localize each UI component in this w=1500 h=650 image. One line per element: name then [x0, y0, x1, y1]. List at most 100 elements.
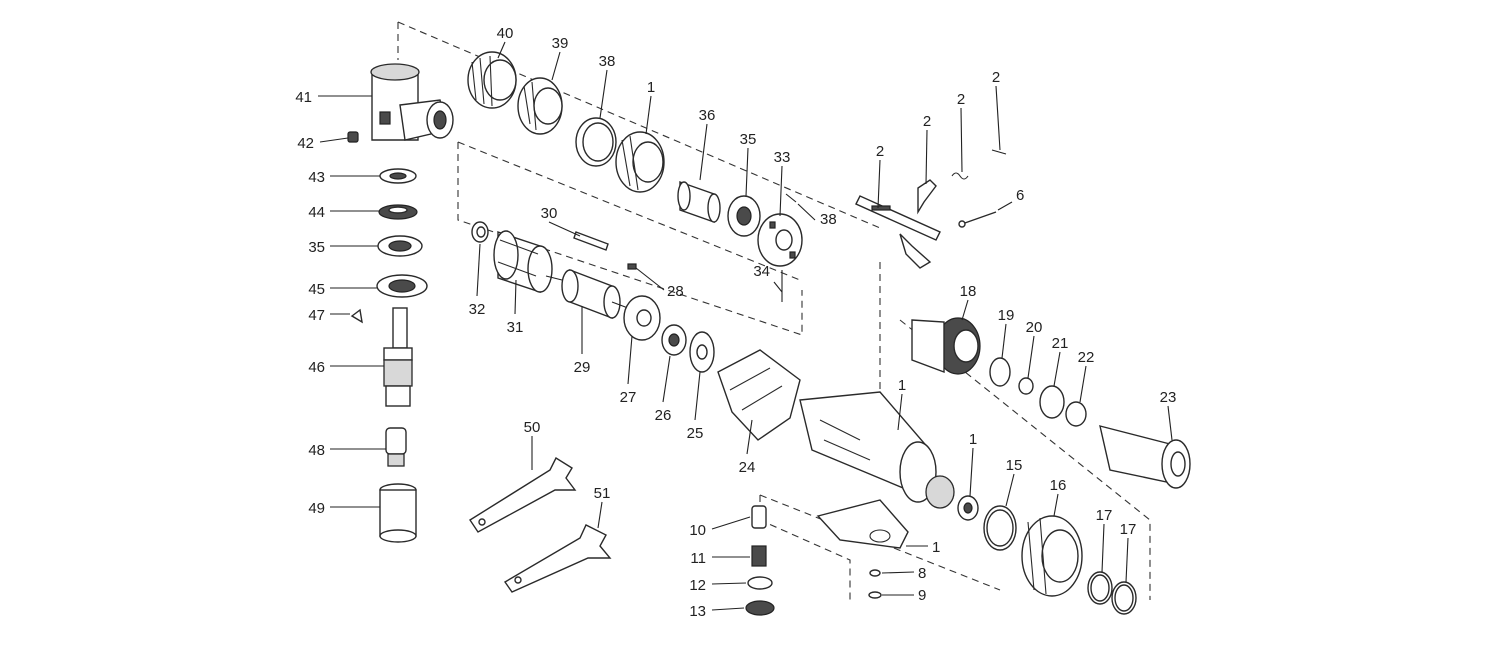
spring-2	[951, 172, 969, 180]
leader-line	[1079, 365, 1087, 403]
collet-48	[385, 427, 407, 467]
washer-22	[1065, 401, 1087, 427]
trigger-2	[917, 179, 937, 215]
leader-line	[1053, 351, 1061, 387]
part-label-8: 8	[918, 565, 926, 582]
head-housing-41	[370, 63, 454, 141]
leader-line	[897, 393, 903, 431]
part-label-23: 23	[1160, 389, 1177, 406]
lock-ring-40	[467, 51, 517, 109]
part-label-20: 20	[1026, 319, 1043, 336]
leader-line	[627, 335, 633, 385]
part-label-16: 16	[1050, 477, 1067, 494]
o-ring-38-top	[575, 117, 617, 167]
part-label-46: 46	[308, 359, 325, 376]
part-label-30: 30	[541, 205, 558, 222]
exhaust-cover-18	[911, 317, 981, 375]
blade-30	[573, 231, 609, 251]
part-number-labels: 4039381363533382222641424344354547464849…	[295, 25, 1176, 620]
part-label-32: 32	[469, 301, 486, 318]
leader-line	[745, 147, 749, 197]
washer-9	[868, 591, 882, 599]
motor-housing-1	[799, 391, 955, 509]
part-label-22: 22	[1078, 349, 1095, 366]
leader-line	[995, 85, 1001, 151]
part-label-39: 39	[552, 35, 569, 52]
leader-line	[699, 123, 708, 181]
part-label-27: 27	[620, 389, 637, 406]
part-label-1: 1	[969, 431, 977, 448]
leader-line	[514, 279, 517, 315]
leader-line	[551, 51, 561, 81]
valve-seat-1	[957, 495, 979, 521]
spacer-36	[677, 181, 721, 223]
part-label-29: 29	[574, 359, 591, 376]
part-label-47: 47	[308, 307, 325, 324]
leader-line	[746, 419, 753, 455]
part-label-45: 45	[308, 281, 325, 298]
part-label-40: 40	[497, 25, 514, 42]
cap-13	[745, 600, 775, 616]
bearing-26	[661, 324, 687, 356]
part-label-33: 33	[774, 149, 791, 166]
leader-line	[635, 267, 665, 291]
collet-nut-49	[379, 483, 417, 543]
leader-line	[881, 571, 915, 574]
part-label-50: 50	[524, 419, 541, 436]
part-label-21: 21	[1052, 335, 1069, 352]
part-label-9: 9	[918, 587, 926, 604]
part-label-35: 35	[740, 131, 757, 148]
part-label-34: 34	[753, 263, 770, 280]
end-plate-33	[757, 213, 803, 267]
leader-line	[779, 165, 783, 217]
muffler-21	[1039, 385, 1065, 419]
leader-line	[1167, 405, 1173, 441]
key-28	[627, 263, 637, 270]
leader-line	[319, 137, 349, 143]
part-label-2: 2	[876, 143, 884, 160]
bearing-43	[379, 168, 417, 184]
leader-line	[877, 159, 881, 209]
bearing-35-lower	[377, 235, 423, 257]
spindle-46	[383, 307, 413, 407]
part-label-35: 35	[308, 239, 325, 256]
gasket-25	[689, 331, 715, 373]
leader-line	[1053, 493, 1059, 517]
part-label-38: 38	[820, 211, 837, 228]
part-label-17: 17	[1096, 507, 1113, 524]
part-label-41: 41	[295, 89, 312, 106]
part-label-48: 48	[308, 442, 325, 459]
leader-line	[497, 41, 506, 59]
leader-line	[711, 582, 747, 585]
leader-line	[969, 447, 974, 497]
part-label-2: 2	[957, 91, 965, 108]
leader-line	[1005, 473, 1015, 507]
leader-line	[476, 243, 481, 297]
thread-ring-1-top	[615, 131, 665, 193]
valve-stem-10	[751, 505, 767, 529]
leader-line	[1101, 523, 1105, 573]
spring-11	[751, 545, 767, 567]
part-label-44: 44	[308, 204, 325, 221]
washer-32	[471, 221, 489, 243]
washer-20	[1018, 377, 1034, 395]
leader-line	[548, 221, 581, 237]
leader-line	[960, 107, 963, 173]
grip-sleeve-24	[717, 349, 801, 441]
part-label-1: 1	[932, 539, 940, 556]
leader-line	[711, 607, 745, 611]
leader-line	[711, 516, 751, 530]
leader-line	[773, 281, 783, 293]
leader-line	[1125, 537, 1129, 583]
part-label-1: 1	[647, 79, 655, 96]
part-label-25: 25	[687, 425, 704, 442]
part-label-18: 18	[960, 283, 977, 300]
part-label-51: 51	[594, 485, 611, 502]
leader-line	[797, 203, 816, 221]
part-label-10: 10	[689, 522, 706, 539]
nut-45	[376, 274, 428, 298]
leader-line	[1027, 335, 1035, 379]
part-label-2: 2	[923, 113, 931, 130]
wrench-50	[469, 456, 577, 533]
